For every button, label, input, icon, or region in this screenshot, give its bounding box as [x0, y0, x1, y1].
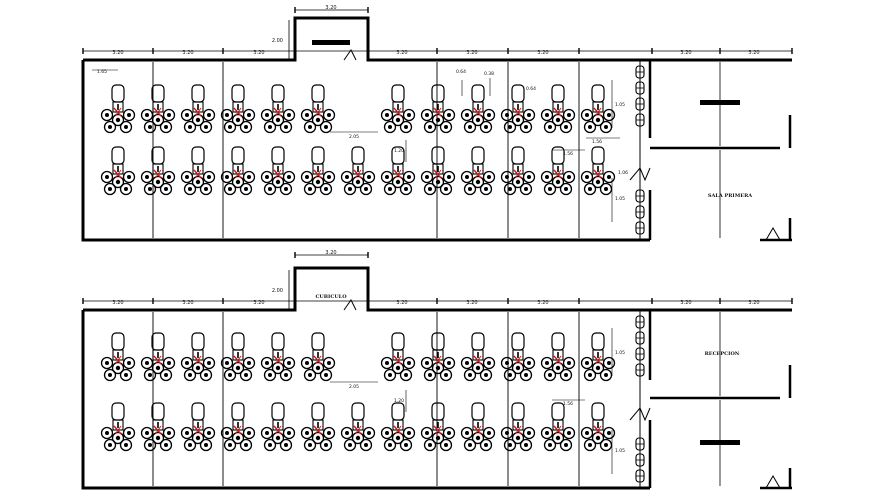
- dim-station-width-low: 1.56: [563, 151, 573, 157]
- dim-station-height: 1.05: [615, 350, 625, 356]
- workstation-row-bottom: [100, 402, 616, 452]
- dim-station-height-bottom: 1.05: [615, 196, 625, 202]
- top-dimension-chain: 3.20 3.20 3.20 3.20 3.20 3.20 3.20 3.20: [82, 298, 793, 306]
- dim-station-width: 1.56: [592, 139, 602, 145]
- dim-segment: 3.20: [748, 50, 759, 56]
- dim-cubicle-width: 3.20: [325, 5, 336, 11]
- workstation-row-top: [100, 332, 616, 382]
- room-door: [629, 167, 651, 182]
- dim-aisle: 2.05: [349, 384, 359, 390]
- dim-segment: 3.20: [680, 50, 691, 56]
- dim-cubicle-depth: 2.00: [272, 38, 283, 44]
- lower-floor-plan: 3.20 3.20 3.20 3.20 3.20 3.20 3.20 3.20 …: [81, 250, 793, 490]
- partitions: [152, 62, 580, 238]
- dim-station-height: 1.05: [615, 102, 625, 108]
- dim-segment: 3.20: [182, 50, 193, 56]
- dim-segment: 3.20: [253, 300, 264, 306]
- dim-segment: 3.20: [680, 300, 691, 306]
- cubicle-label: CUBICULO: [315, 294, 347, 300]
- dim-station-height-bottom: 1.05: [615, 448, 625, 454]
- dim-segment: 3.20: [182, 300, 193, 306]
- dim-segment: 3.20: [537, 50, 548, 56]
- dim-cubicle-depth: 2.00: [272, 288, 283, 294]
- dim-gap: 1.20: [394, 148, 404, 154]
- room-door: [629, 407, 651, 422]
- dim-segment: 3.20: [396, 300, 407, 306]
- dim-segment: 3.20: [466, 300, 477, 306]
- dim-small: 1.65: [97, 69, 107, 75]
- dim-segment: 3.20: [537, 300, 548, 306]
- dim-segment: 3.20: [253, 50, 264, 56]
- cubicle-door: [343, 299, 357, 311]
- room-label: RECEPCION: [705, 351, 740, 357]
- dim-gap: 1.20: [394, 398, 404, 404]
- room-door: [765, 475, 781, 489]
- workstation-row-top: [100, 84, 616, 134]
- dim-desk-c: 0.64: [526, 86, 536, 92]
- workstation-row-bottom: [100, 146, 616, 196]
- dim-station-width-low: 1.56: [563, 401, 573, 407]
- room-label: SALA PRIMERA: [708, 193, 752, 199]
- room-door: [765, 227, 781, 241]
- dim-aisle: 2.05: [349, 134, 359, 140]
- dim-segment: 3.20: [112, 300, 123, 306]
- dim-segment: 3.20: [466, 50, 477, 56]
- dim-desk-b: 0.38: [484, 71, 494, 77]
- dim-cubicle-width: 3.20: [325, 250, 336, 256]
- dim-segment: 3.20: [396, 50, 407, 56]
- room-desk: [700, 100, 740, 105]
- dim-desk-a: 0.64: [456, 69, 466, 75]
- dim-door: 1.06: [618, 170, 628, 176]
- partitions: [152, 312, 580, 486]
- walls: [81, 266, 792, 490]
- upper-floor-plan: 3.20 3.20 3.20 3.20 3.20 3.20 3.20 3.20 …: [81, 5, 793, 242]
- walls: [81, 16, 792, 242]
- cubicle-door: [343, 49, 357, 61]
- cubicle-desk: [312, 40, 350, 45]
- dim-segment: 3.20: [748, 300, 759, 306]
- dim-segment: 3.20: [112, 50, 123, 56]
- top-dimension-chain: 3.20 3.20 3.20 3.20 3.20 3.20 3.20 3.20: [82, 48, 793, 56]
- room-desk: [700, 440, 740, 445]
